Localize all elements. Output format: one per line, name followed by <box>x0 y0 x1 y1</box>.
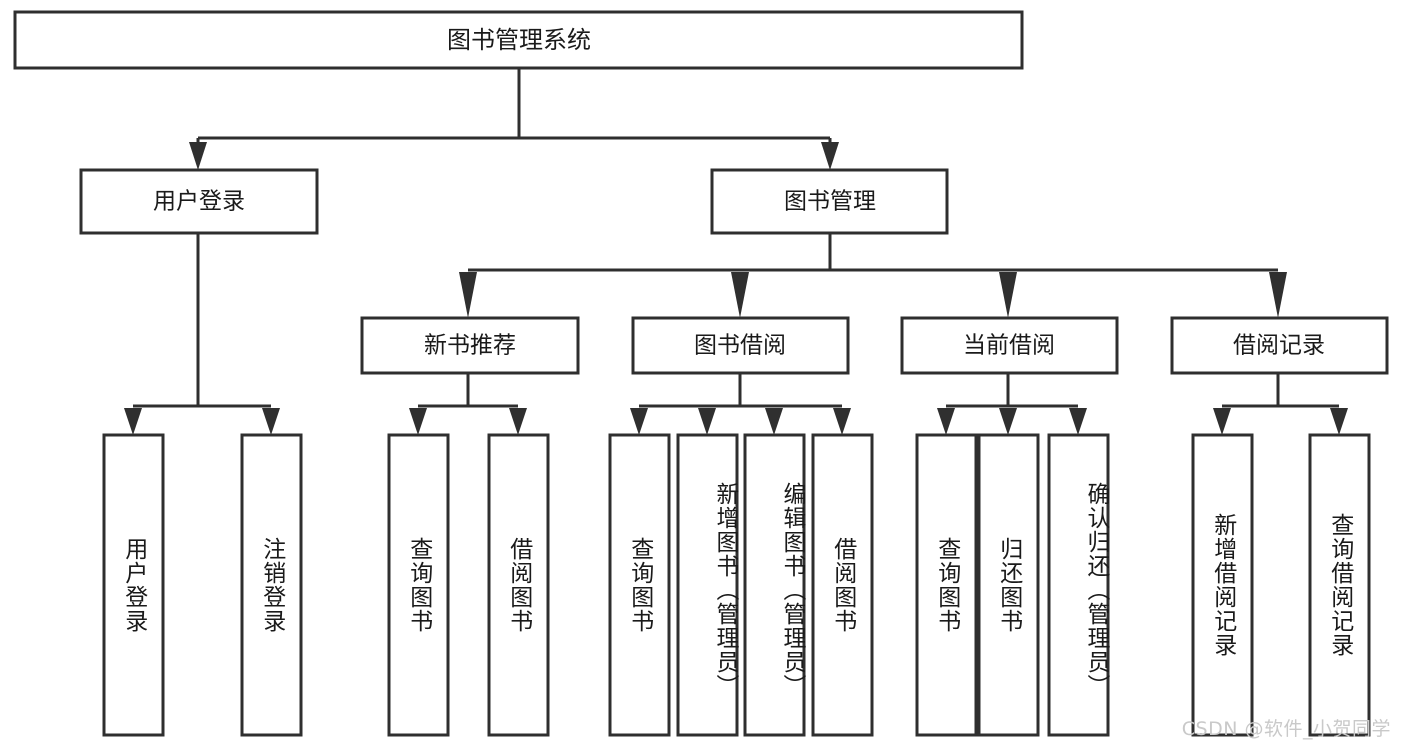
watermark: CSDN @软件_小贺同学 <box>1181 718 1391 740</box>
arrow-head-leaf-query-book-3 <box>937 408 955 435</box>
node-borrow-record-label: 借阅记录 <box>1233 333 1325 359</box>
arrow-head-bookmanage <box>821 142 839 170</box>
connector-group-currentborrow <box>937 373 1087 435</box>
node-book-borrow[interactable] <box>631 316 850 375</box>
node-book-manage-label: 图书管理 <box>784 189 876 215</box>
arrow-head-leaf-edit-book <box>765 408 783 435</box>
arrow-head-new-book-recommend <box>459 272 477 318</box>
arrow-head-leaf-logout <box>262 408 280 435</box>
node-root[interactable] <box>13 10 1024 70</box>
node-user-login-label: 用户登录 <box>153 189 245 215</box>
node-borrow-record[interactable] <box>1170 316 1389 375</box>
node-leaf-add-record[interactable] <box>1191 433 1254 737</box>
connector-group-userlogin <box>124 233 280 435</box>
node-leaf-query-book-1[interactable] <box>387 433 450 737</box>
node-current-borrow-label: 当前借阅 <box>963 333 1055 359</box>
arrow-head-leaf-query-book-1 <box>409 408 427 435</box>
node-book-manage[interactable] <box>710 168 949 235</box>
node-leaf-user-login[interactable] <box>102 433 165 737</box>
node-root-label: 图书管理系统 <box>447 26 591 54</box>
node-leaf-query-book-2[interactable] <box>608 433 671 737</box>
node-leaf-return-book[interactable] <box>977 433 1040 737</box>
connector-group-newbook <box>409 373 527 435</box>
arrow-head-leaf-borrow-book-1 <box>509 408 527 435</box>
connector-group-bookborrow <box>630 373 851 435</box>
node-leaf-confirm-return[interactable] <box>1047 433 1110 737</box>
node-new-book-recommend[interactable] <box>360 316 580 375</box>
arrow-head-leaf-add-record <box>1213 408 1231 435</box>
arrow-head-borrow-record <box>1269 272 1287 318</box>
arrow-head-leaf-query-book-2 <box>630 408 648 435</box>
node-user-login[interactable] <box>79 168 319 235</box>
arrow-head-current-borrow <box>999 272 1017 318</box>
arrow-head-book-borrow <box>731 272 749 318</box>
node-leaf-borrow-book-2[interactable] <box>811 433 874 737</box>
node-leaf-query-book-3[interactable] <box>915 433 978 737</box>
node-book-borrow-label: 图书借阅 <box>694 333 786 359</box>
node-leaf-borrow-book-1[interactable] <box>487 433 550 737</box>
node-leaf-add-book[interactable] <box>676 433 739 737</box>
node-leaf-logout[interactable] <box>240 433 303 737</box>
arrow-head-leaf-borrow-book-2 <box>833 408 851 435</box>
node-leaf-edit-book[interactable] <box>743 433 806 737</box>
arrow-head-leaf-user-login <box>124 408 142 435</box>
arrow-head-leaf-add-book <box>698 408 716 435</box>
connector-group-root <box>189 68 839 170</box>
node-current-borrow[interactable] <box>900 316 1119 375</box>
arrow-head-leaf-query-record <box>1330 408 1348 435</box>
arrow-head-leaf-confirm-return <box>1069 408 1087 435</box>
arrow-head-userlogin <box>189 142 207 170</box>
connector-group-bookmanage <box>459 233 1287 318</box>
arrow-head-leaf-return-book <box>999 408 1017 435</box>
node-leaf-query-record[interactable] <box>1308 433 1371 737</box>
node-new-book-recommend-label: 新书推荐 <box>424 333 516 359</box>
connector-group-borrowrecord <box>1213 373 1348 435</box>
